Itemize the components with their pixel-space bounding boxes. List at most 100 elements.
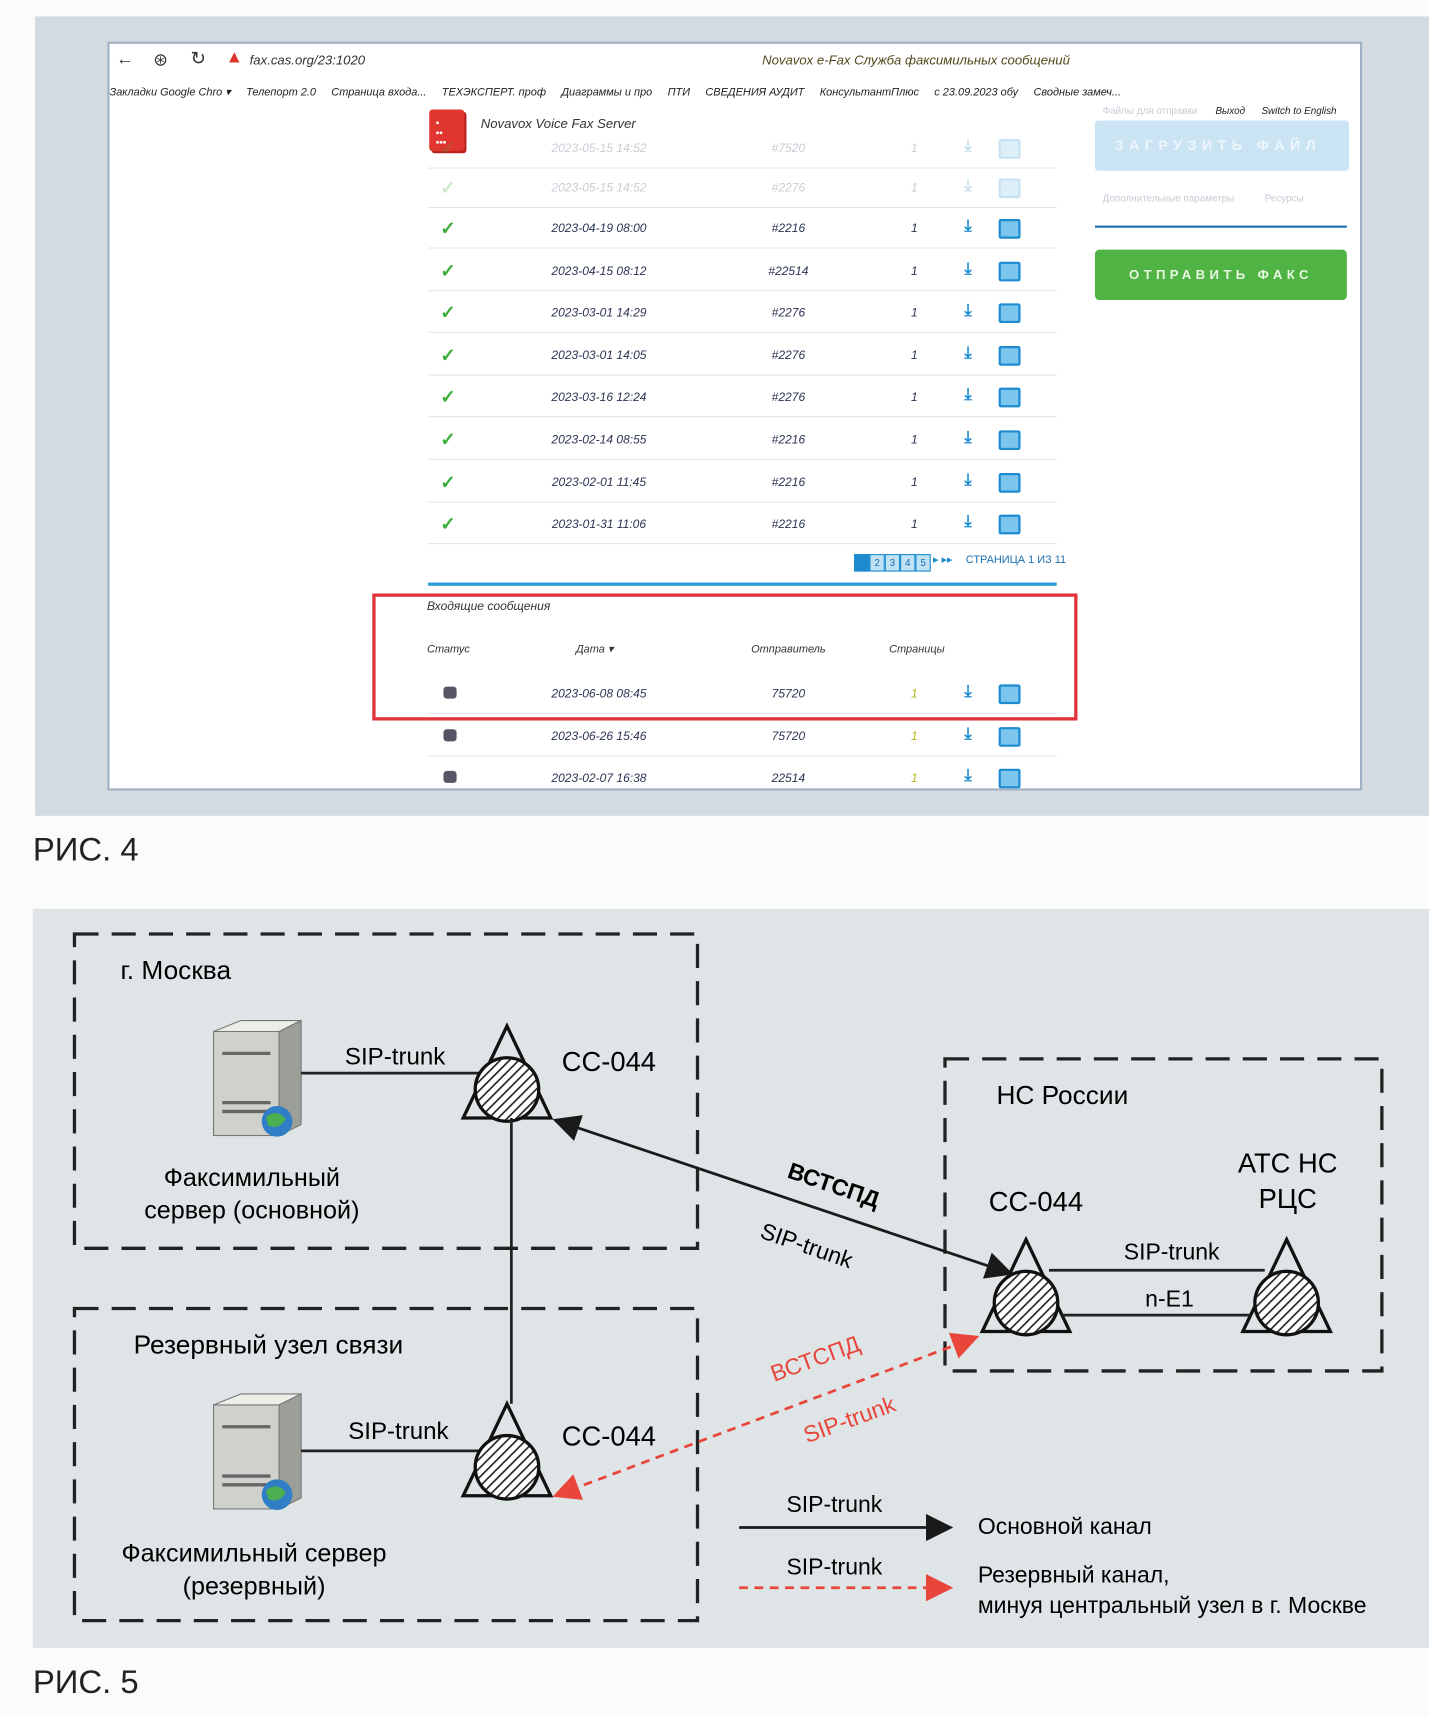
view-fax-icon[interactable] xyxy=(998,684,1021,705)
fax-status-icon xyxy=(443,771,457,784)
col-date[interactable]: Дата ▾ xyxy=(575,643,614,656)
download-icon[interactable]: ⤓ xyxy=(964,301,972,320)
bookmark-item[interactable]: Диаграммы и про xyxy=(561,86,653,99)
russia-node-label: СС-044 xyxy=(989,1186,1083,1217)
view-fax-icon[interactable] xyxy=(998,472,1021,493)
view-fax-icon[interactable] xyxy=(998,430,1021,451)
sender-cell: #2216 xyxy=(771,475,806,490)
download-icon[interactable]: ⤓ xyxy=(964,766,972,786)
date-cell: 2023-05-15 14:52 xyxy=(551,181,647,195)
row-divider xyxy=(428,374,1057,376)
moscow-zone xyxy=(72,932,700,1250)
extra-params-tab[interactable]: Дополнительные параметры xyxy=(1102,192,1235,204)
backup-server-label: (резервный) xyxy=(183,1572,326,1600)
view-fax-icon[interactable] xyxy=(998,726,1021,747)
switch-language-link[interactable]: Switch to English xyxy=(1261,105,1337,117)
ats-label: АТС НС xyxy=(1238,1148,1338,1179)
logout-link[interactable]: Выход xyxy=(1215,105,1246,117)
pages-cell: 1 xyxy=(910,349,918,363)
download-icon[interactable]: ⤓ xyxy=(964,470,972,490)
bookmark-item[interactable]: ПТИ xyxy=(667,86,691,99)
legend-backup-proto: SIP-trunk xyxy=(786,1554,882,1580)
send-fax-button[interactable]: ОТПРАВИТЬ ФАКС xyxy=(1095,249,1347,301)
reserve-title: Резервный узел связи xyxy=(134,1329,404,1359)
app-logo-text: Novavox Voice Fax Server xyxy=(480,116,636,132)
date-cell: 2023-04-15 08:12 xyxy=(551,264,647,278)
view-fax-icon[interactable] xyxy=(998,178,1021,199)
fax-status-icon xyxy=(443,686,457,699)
fax-status-icon xyxy=(443,728,457,741)
download-icon[interactable]: ⤓ xyxy=(964,176,972,195)
reserve-zone xyxy=(72,1306,700,1623)
status-ok-icon: ✓ xyxy=(440,471,456,493)
date-cell: 2023-03-01 14:05 xyxy=(551,349,647,363)
upload-label: ЗАГРУЗИТЬ ФАЙЛ xyxy=(1114,136,1322,154)
resources-tab[interactable]: Ресурсы xyxy=(1264,192,1304,204)
primary-server-label: сервер (основной) xyxy=(144,1197,359,1225)
pager-page[interactable]: 1 xyxy=(854,554,870,572)
sender-cell: #2216 xyxy=(771,222,806,236)
sender-cell: #22514 xyxy=(768,264,809,278)
app-logo-icon: ▪▪▪▪▪▪ xyxy=(429,109,465,152)
download-icon[interactable]: ⤓ xyxy=(964,385,972,405)
russia-title: НС России xyxy=(996,1080,1128,1110)
legend-main-label: Основной канал xyxy=(978,1513,1152,1539)
bookmark-item[interactable]: Закладки Google Chro ▾ xyxy=(109,86,231,99)
bookmark-item[interactable]: КонсультантПлюс xyxy=(819,86,919,99)
legend-backup-label: Резервный канал, xyxy=(978,1561,1170,1587)
view-fax-icon[interactable] xyxy=(998,219,1021,239)
pager-page[interactable]: 5 xyxy=(915,554,931,572)
bookmark-item[interactable]: СВЕДЕНИЯ АУДИТ xyxy=(705,86,805,99)
upload-button[interactable]: ЗАГРУЗИТЬ ФАЙЛ xyxy=(1095,120,1350,171)
download-icon[interactable]: ⤓ xyxy=(964,259,972,278)
bookmark-item[interactable]: Сводные замеч... xyxy=(1033,86,1122,99)
back-icon[interactable]: ← xyxy=(116,50,134,69)
sender-cell: 75720 xyxy=(771,729,806,744)
view-fax-icon[interactable] xyxy=(998,303,1021,324)
pages-cell: 1 xyxy=(910,518,918,532)
backup-fax-server-icon xyxy=(211,1392,303,1512)
browser-window: ← ⊛ ↻ ▲ fax.cas.org/23:1020 Novavox e-Fa… xyxy=(107,41,1363,791)
download-icon[interactable]: ⤓ xyxy=(964,512,972,532)
sender-cell: #7520 xyxy=(771,142,806,156)
date-cell: 2023-03-16 12:24 xyxy=(551,391,647,405)
pages-cell: 1 xyxy=(910,772,918,786)
view-fax-icon[interactable] xyxy=(998,514,1021,535)
download-icon[interactable]: ⤓ xyxy=(964,216,972,236)
download-icon[interactable]: ⤓ xyxy=(964,428,972,447)
reload-icon[interactable]: ↻ xyxy=(190,48,207,69)
divider xyxy=(1095,225,1347,228)
date-cell: 2023-04-19 08:00 xyxy=(551,222,647,236)
download-icon[interactable]: ⤓ xyxy=(964,682,972,701)
date-cell: 2023-03-01 14:29 xyxy=(551,306,647,320)
main-proto-label: SIP-trunk xyxy=(757,1217,857,1273)
bookmark-item[interactable]: ТЕХЭКСПЕРТ. проф xyxy=(441,86,546,99)
download-icon[interactable]: ⤓ xyxy=(964,136,972,156)
extension-icon[interactable]: ⊛ xyxy=(153,51,168,71)
page-title: Novavox e-Fax Служба факсимильных сообще… xyxy=(762,52,1070,68)
pager-page[interactable]: 4 xyxy=(900,554,916,572)
col-sender[interactable]: Отправитель xyxy=(751,643,826,656)
status-ok-icon: ✓ xyxy=(440,177,456,199)
view-fax-icon[interactable] xyxy=(998,768,1021,789)
pager-page[interactable]: 2 xyxy=(869,554,885,572)
bookmark-item[interactable]: Телепорт 2.0 xyxy=(246,86,316,99)
pager-page[interactable]: 3 xyxy=(884,554,901,572)
pager-next[interactable]: ▸ ▸▸ xyxy=(932,554,953,567)
sender-cell: #2276 xyxy=(771,391,806,405)
view-fax-icon[interactable] xyxy=(998,388,1021,408)
pages-cell: 1 xyxy=(910,264,918,278)
view-fax-icon[interactable] xyxy=(998,345,1021,366)
status-ok-icon: ✓ xyxy=(440,429,456,451)
download-icon[interactable]: ⤓ xyxy=(964,724,972,744)
col-status[interactable]: Статус xyxy=(427,643,470,656)
view-fax-icon[interactable] xyxy=(998,261,1021,281)
col-pages[interactable]: Страницы xyxy=(889,643,945,656)
row-divider xyxy=(428,712,1057,714)
bookmark-item[interactable]: Страница входа... xyxy=(331,86,427,99)
address-bar[interactable]: fax.cas.org/23:1020 xyxy=(249,52,366,68)
bookmark-item[interactable]: с 23.09.2023 обу xyxy=(934,86,1019,99)
view-fax-icon[interactable] xyxy=(998,139,1021,159)
download-icon[interactable]: ⤓ xyxy=(964,343,972,363)
